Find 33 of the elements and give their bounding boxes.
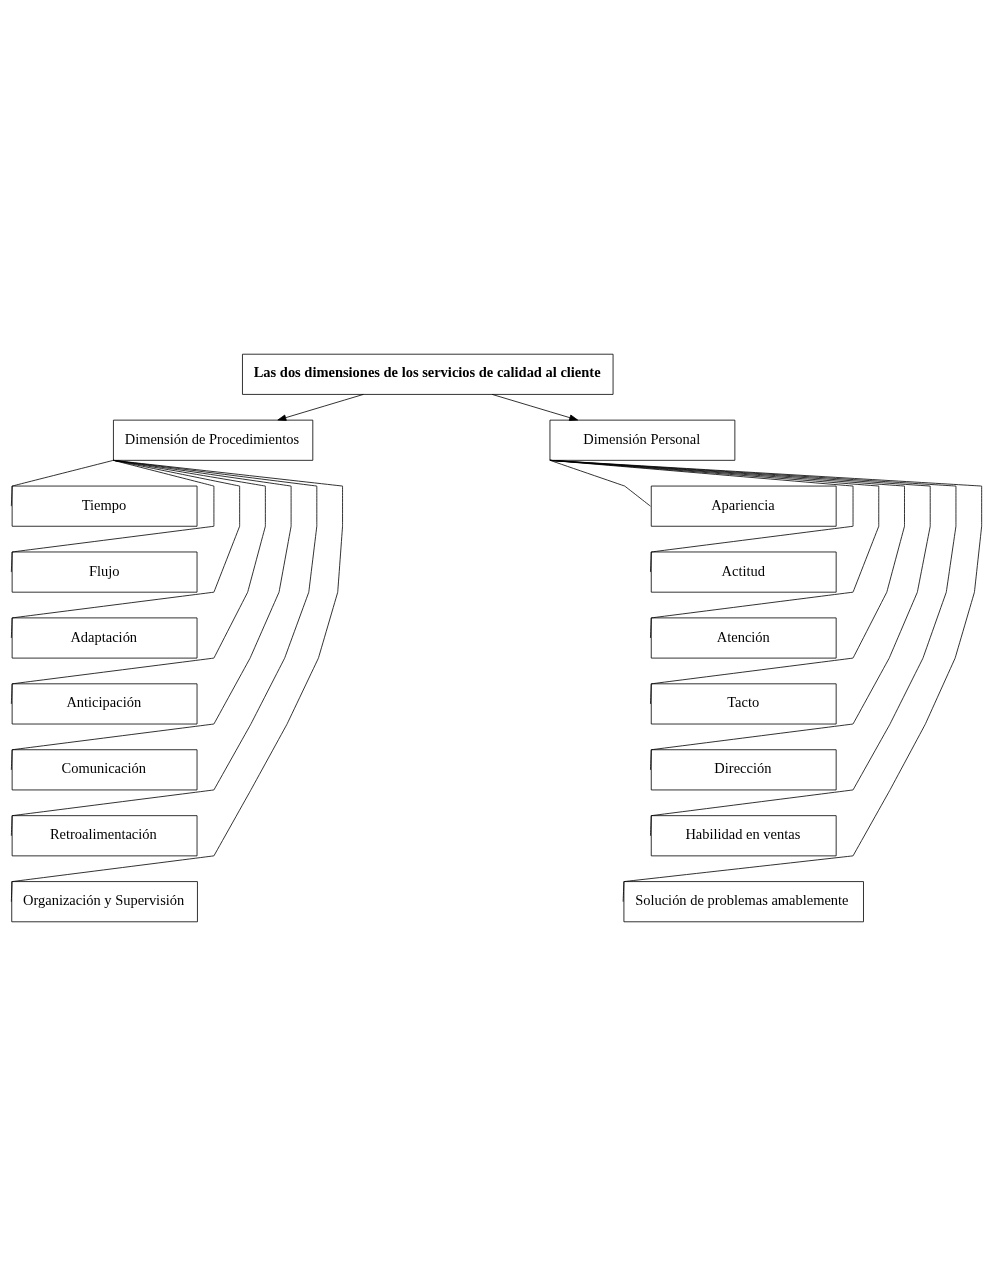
connector xyxy=(549,459,905,705)
node-box: Atención xyxy=(650,617,837,659)
node-box: Solución de problemas amablemente xyxy=(623,881,864,923)
node-box: Retroalimentación xyxy=(11,815,198,857)
node-box: Organización y Supervisión xyxy=(11,881,198,923)
node-box: Comunicación xyxy=(11,749,198,791)
connector xyxy=(10,459,114,507)
connector xyxy=(549,459,854,573)
connector xyxy=(549,459,651,507)
connector xyxy=(549,459,983,903)
node-box: Anticipación xyxy=(11,683,198,725)
node-box: Flujo xyxy=(11,551,198,593)
node-box: Adaptación xyxy=(11,617,198,659)
node-box: Dimensión Personal xyxy=(549,419,736,461)
connector xyxy=(10,459,343,903)
node-box: Apariencia xyxy=(650,485,837,527)
node-box: Dimensión de Procedimientos xyxy=(113,419,314,461)
connector xyxy=(549,459,931,771)
connector xyxy=(10,459,292,771)
node-box: Las dos dimensiones de los servicios de calidad al cliente xyxy=(242,353,614,395)
connector xyxy=(10,459,241,639)
arrow xyxy=(491,394,579,421)
connector xyxy=(10,459,318,837)
connector xyxy=(10,459,215,573)
connector xyxy=(549,459,957,837)
connector xyxy=(549,459,880,639)
connector xyxy=(10,459,266,705)
node-box: Dirección xyxy=(650,749,837,791)
node-box: Tacto xyxy=(650,683,837,725)
node-box: Actitud xyxy=(650,551,837,593)
arrow xyxy=(277,394,364,421)
node-box: Habilidad en ventas xyxy=(650,815,837,857)
node-box: Tiempo xyxy=(11,485,198,527)
